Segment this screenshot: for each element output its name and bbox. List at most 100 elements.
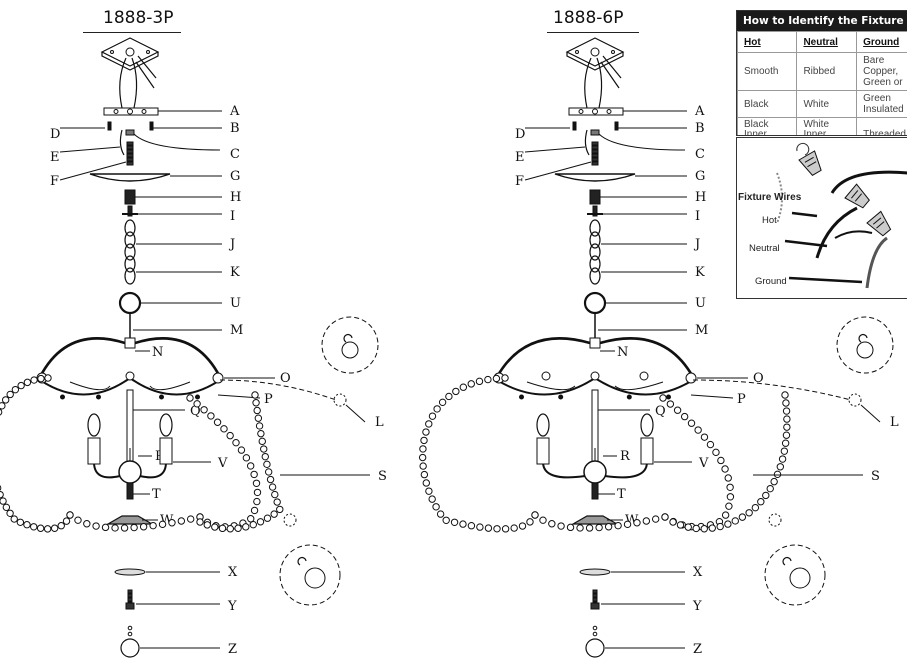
part-label-s: S (378, 469, 387, 484)
part-label-p: P (264, 392, 273, 407)
bead-chain (425, 420, 433, 428)
canopy-plate-edge (566, 52, 624, 71)
table-cell: Ribbed (796, 52, 858, 91)
bead-chain (268, 483, 277, 491)
wire-nut-icon (798, 150, 822, 176)
part-label-m: M (695, 323, 708, 338)
wire-nut-icon (844, 183, 870, 209)
part-label-i: I (230, 209, 235, 224)
table-cell: Black Inner Thread (737, 117, 798, 135)
connector-drawing (776, 142, 907, 289)
bead-chain (684, 523, 692, 531)
part-label-s: S (871, 469, 880, 484)
part-label-d: D (515, 127, 525, 142)
bead-chain (251, 391, 259, 399)
body-hub (124, 337, 136, 349)
bead-chain (250, 470, 258, 479)
bead-chain (62, 517, 71, 525)
bead-chain (220, 425, 228, 433)
part-label-e: E (515, 150, 525, 165)
bead-chain (260, 445, 268, 453)
bead-chain (467, 380, 475, 388)
bead-chain (459, 383, 468, 391)
bead-chain (266, 475, 275, 484)
candle-sleeve (640, 437, 654, 465)
bead-chain (252, 399, 260, 407)
threaded-rod (592, 597, 598, 602)
bead-chain (566, 523, 575, 532)
bead-chain (433, 405, 441, 413)
bead-chain (721, 511, 730, 519)
callout-circle (283, 513, 297, 527)
diagram-title-right: 1888-6P (553, 8, 624, 28)
bead-chain (492, 374, 501, 383)
ground-wire-label: Ground (755, 276, 787, 287)
bead-chain (442, 516, 450, 524)
bead-chain (36, 524, 45, 532)
screw-icon (572, 121, 577, 131)
bead-chain (237, 446, 246, 454)
chain-link (589, 255, 601, 273)
bead-chain (692, 524, 700, 533)
part-label-g: G (230, 169, 240, 184)
part-label-c: C (230, 147, 240, 162)
bead-chain (246, 462, 255, 470)
bead-chain (721, 465, 729, 473)
bead-link (127, 631, 133, 637)
wire (119, 57, 127, 109)
finial (685, 372, 697, 384)
chain-link (589, 243, 601, 261)
bead-chain (218, 524, 227, 533)
bead-chain (501, 525, 510, 533)
fixture-wires-label: Fixture Wires (738, 192, 802, 203)
bead-chain (467, 522, 476, 530)
part-label-n: N (617, 345, 628, 360)
wire (135, 61, 155, 89)
detail-circle (321, 316, 379, 374)
bead-chain (254, 414, 263, 422)
bottom-ball-icon (120, 638, 140, 658)
leader-line (133, 133, 221, 151)
wire-identification-table: How to Identify the Fixture Wires Hot Ne… (736, 10, 907, 136)
canopy-hole (590, 47, 600, 57)
frame-arm (38, 337, 126, 378)
bead-chain (651, 515, 660, 523)
wiring-table-header: How to Identify the Fixture Wires (737, 11, 907, 31)
part-label-k: K (695, 265, 705, 280)
bead-chain (74, 516, 82, 524)
collar (124, 189, 136, 205)
threaded-rod (127, 593, 133, 598)
body-hub (589, 337, 601, 349)
decorative-plate (579, 568, 611, 576)
bead-pendant-icon (789, 567, 811, 589)
chain-link (124, 255, 136, 273)
leader-line (59, 146, 121, 153)
bead-chain (642, 517, 651, 525)
bead-chain (249, 520, 257, 529)
part-label-i: I (695, 209, 700, 224)
bead-chain (422, 479, 430, 487)
bead-chain (776, 463, 785, 471)
chain-link (124, 243, 136, 261)
bead-chain (493, 525, 501, 533)
chain-link (589, 231, 601, 249)
part-label-m: M (230, 323, 243, 338)
bead-chain (428, 495, 436, 503)
bead-drop (60, 394, 65, 400)
bead-link (592, 631, 598, 637)
column-ground: Ground (856, 31, 907, 53)
bead-chain (762, 491, 770, 500)
table-cell: Green Insulated (856, 90, 907, 118)
bead-chain (452, 387, 460, 396)
part-label-d: D (50, 127, 60, 142)
bead-chain (226, 525, 234, 533)
bead-chain (604, 523, 613, 531)
bead-chain (11, 385, 20, 394)
bead-chain (6, 390, 14, 399)
part-label-z: Z (693, 642, 702, 657)
bead-chain (766, 484, 774, 493)
column-hot: Hot (737, 31, 798, 53)
bead-chain (557, 522, 565, 530)
finial-nut (591, 482, 599, 500)
dashed-callout (692, 379, 852, 401)
